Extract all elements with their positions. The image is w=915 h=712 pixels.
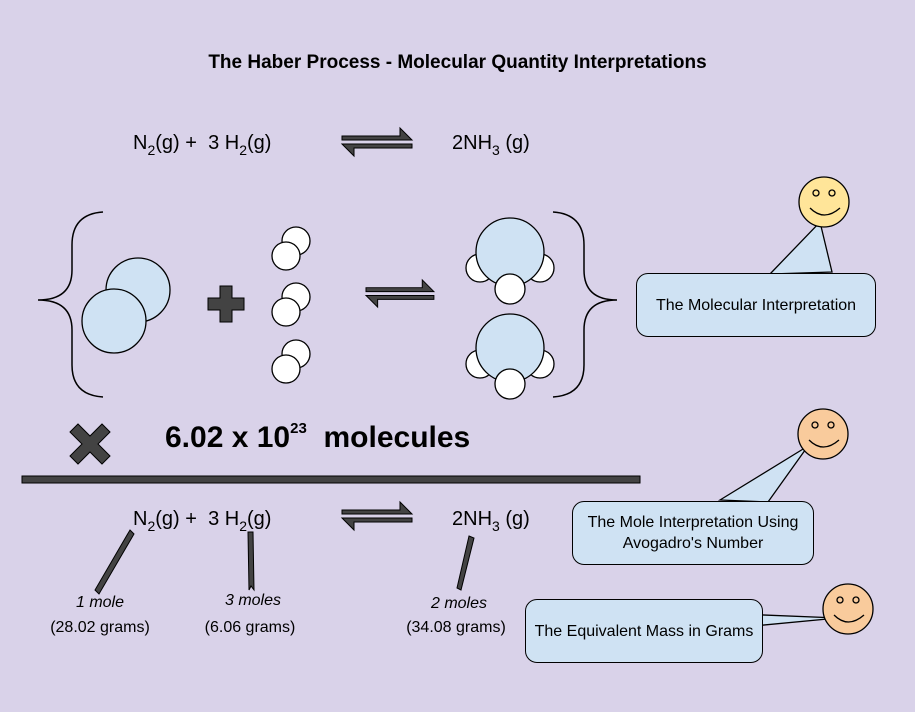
equation-bottom-product: 2NH3 (g) <box>452 508 530 534</box>
avogadro-multiplier: 6.02 x 1023 molecules <box>165 420 471 454</box>
left-brace <box>37 211 104 398</box>
n2-molecule-icon <box>81 257 171 354</box>
times-icon <box>69 423 111 465</box>
equilibrium-arrow-icon <box>341 501 413 531</box>
nh3-molecule-icon <box>465 217 555 305</box>
quantity-moles-h2: 3 moles <box>224 592 282 609</box>
pointer-line <box>456 535 475 591</box>
plus-icon <box>207 285 245 323</box>
callout-mass: The Equivalent Mass in Grams <box>525 599 763 663</box>
pointer-line <box>247 531 255 592</box>
callout-tail <box>768 220 833 275</box>
equation-top-reactants: N2(g) + 3 H2(g) <box>133 132 272 158</box>
nh3-molecule-icon <box>465 313 555 400</box>
equilibrium-arrow-icon <box>341 127 413 157</box>
equation-bottom-reactants: N2(g) + 3 H2(g) <box>133 508 272 534</box>
quantity-moles-n2: 1 mole <box>75 594 125 611</box>
callout-tail <box>717 445 809 503</box>
pointer-line <box>94 529 135 595</box>
page-title: The Haber Process - Molecular Quantity I… <box>208 52 707 73</box>
callout-molecular: The Molecular Interpretation <box>636 273 876 337</box>
smiley-icon <box>798 176 850 228</box>
equilibrium-arrow-icon <box>365 279 435 308</box>
smiley-icon <box>797 408 849 460</box>
callout-mole: The Mole Interpretation Using Avogadro's… <box>572 501 814 565</box>
quantity-moles-nh3: 2 moles <box>430 595 488 612</box>
equation-top-product: 2NH3 (g) <box>452 132 530 158</box>
right-brace <box>552 211 618 398</box>
quantity-mass-n2: (28.02 grams) <box>50 619 150 636</box>
quantity-mass-h2: (6.06 grams) <box>204 619 296 636</box>
smiley-icon <box>822 583 874 635</box>
divider-line <box>21 475 641 484</box>
h2-molecules-icon <box>271 226 311 384</box>
quantity-mass-nh3: (34.08 grams) <box>406 619 506 636</box>
